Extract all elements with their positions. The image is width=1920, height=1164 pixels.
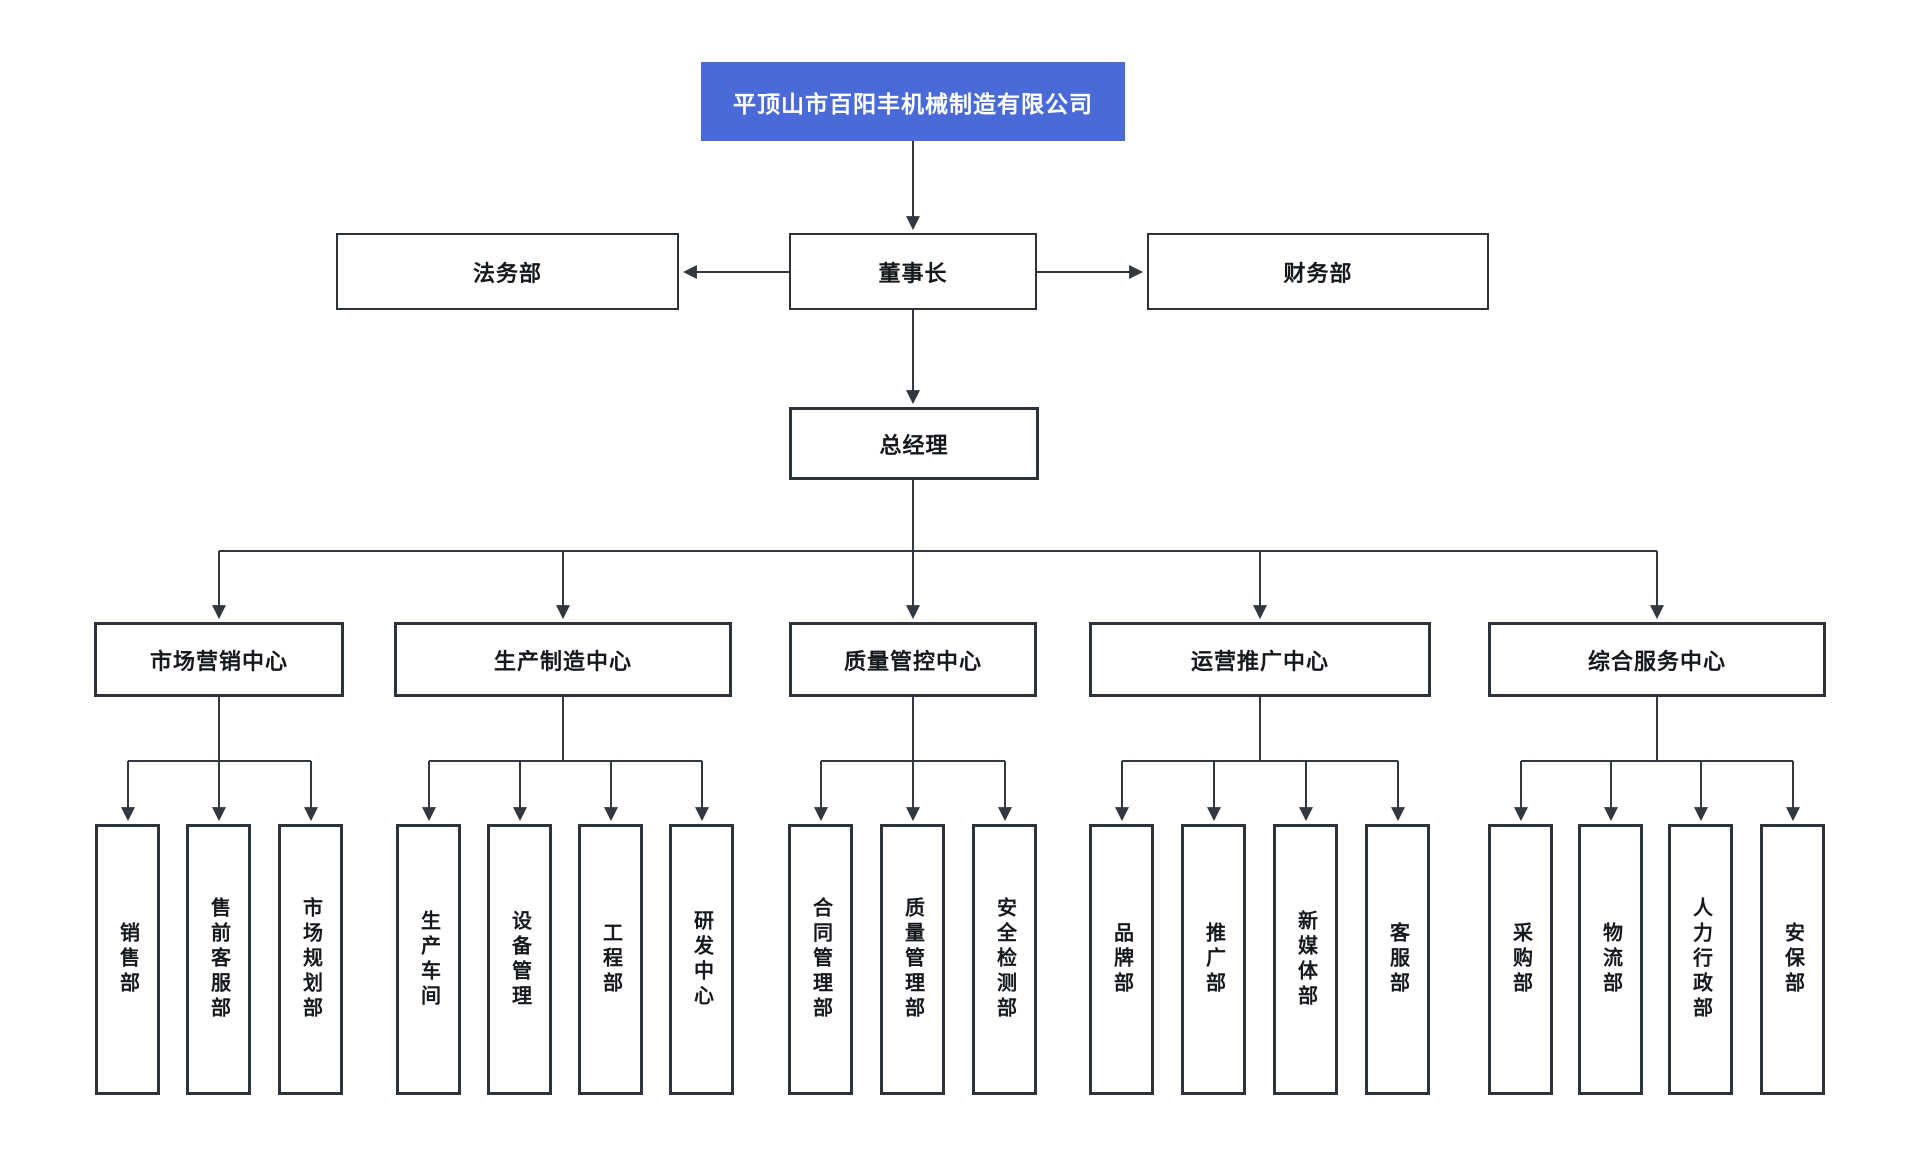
node-label: 董事长 — [878, 260, 948, 286]
connector-marketing-depts — [121, 697, 318, 822]
node-label: 设备管理 — [508, 909, 531, 1010]
node-dept-equipment-mgmt: 设备管理 — [487, 824, 552, 1095]
node-label: 安全检测部 — [993, 897, 1016, 1022]
node-label: 质量管理部 — [901, 897, 924, 1022]
node-label: 运营推广中心 — [1190, 648, 1329, 674]
node-label: 法务部 — [472, 260, 542, 286]
node-general-manager: 总经理 — [789, 407, 1039, 480]
node-dept-sales: 销售部 — [95, 824, 160, 1095]
node-center-production: 生产制造中心 — [394, 622, 732, 697]
node-dept-security: 安保部 — [1760, 824, 1825, 1095]
node-label: 安保部 — [1781, 922, 1804, 997]
node-label: 客服部 — [1386, 922, 1409, 997]
node-label: 生产车间 — [417, 909, 440, 1010]
node-dept-procurement: 采购部 — [1488, 824, 1553, 1095]
node-dept-market-planning: 市场规划部 — [278, 824, 343, 1095]
connector-services-depts — [1514, 697, 1800, 822]
node-center-services: 综合服务中心 — [1488, 622, 1826, 697]
node-label: 新媒体部 — [1294, 909, 1317, 1010]
node-label: 总经理 — [879, 432, 949, 458]
node-label: 采购部 — [1509, 922, 1532, 997]
node-dept-logistics: 物流部 — [1578, 824, 1643, 1095]
node-label: 质量管控中心 — [843, 648, 982, 674]
connector-gm-centers — [212, 480, 1664, 620]
connector-quality-depts — [814, 697, 1012, 822]
node-center-marketing: 市场营销中心 — [94, 622, 344, 697]
node-legal-dept: 法务部 — [336, 233, 679, 310]
node-dept-quality-mgmt: 质量管理部 — [880, 824, 945, 1095]
node-dept-engineering: 工程部 — [578, 824, 643, 1095]
node-dept-brand: 品牌部 — [1089, 824, 1154, 1095]
node-dept-hr-admin: 人力行政部 — [1668, 824, 1733, 1095]
node-dept-customer-service: 客服部 — [1365, 824, 1430, 1095]
node-dept-contract-mgmt: 合同管理部 — [788, 824, 853, 1095]
node-label: 物流部 — [1599, 922, 1622, 997]
node-label: 研发中心 — [690, 909, 713, 1010]
node-dept-rd-center: 研发中心 — [669, 824, 734, 1095]
node-label: 平顶山市百阳丰机械制造有限公司 — [733, 90, 1093, 117]
node-label: 工程部 — [599, 922, 622, 997]
node-label: 市场营销中心 — [149, 648, 288, 674]
node-label: 人力行政部 — [1689, 897, 1712, 1022]
node-label: 财务部 — [1283, 260, 1353, 286]
node-label: 品牌部 — [1110, 922, 1133, 997]
node-label: 生产制造中心 — [493, 648, 632, 674]
node-dept-promotion: 推广部 — [1181, 824, 1246, 1095]
connector-production-depts — [422, 697, 709, 822]
node-chairman: 董事长 — [789, 233, 1037, 310]
node-label: 综合服务中心 — [1587, 648, 1726, 674]
node-dept-presales-service: 售前客服部 — [186, 824, 251, 1095]
node-dept-new-media: 新媒体部 — [1273, 824, 1338, 1095]
node-finance-dept: 财务部 — [1147, 233, 1489, 310]
node-center-operations: 运营推广中心 — [1089, 622, 1431, 697]
node-label: 售前客服部 — [207, 897, 230, 1022]
node-label: 推广部 — [1202, 922, 1225, 997]
node-center-quality: 质量管控中心 — [789, 622, 1037, 697]
node-company-root: 平顶山市百阳丰机械制造有限公司 — [701, 62, 1125, 141]
connector-operations-depts — [1115, 697, 1405, 822]
node-label: 市场规划部 — [299, 897, 322, 1022]
node-label: 合同管理部 — [809, 897, 832, 1022]
node-dept-safety-inspection: 安全检测部 — [972, 824, 1037, 1095]
node-label: 销售部 — [116, 922, 139, 997]
node-dept-production-workshop: 生产车间 — [396, 824, 461, 1095]
